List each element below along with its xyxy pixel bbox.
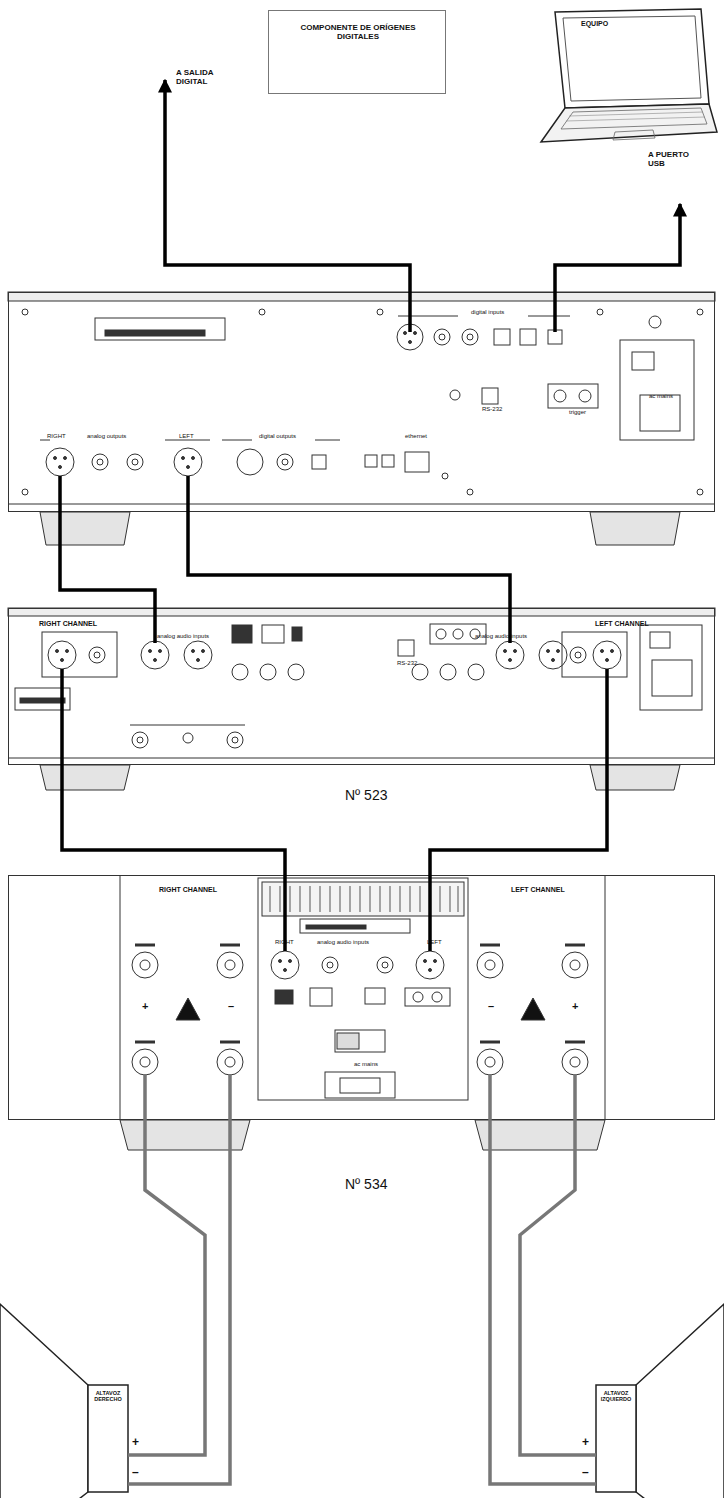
preamplifier-rear-panel: RIGHT CHANNEL analog audio inputsRS-232 an…	[8, 608, 715, 765]
node-text: +	[572, 1000, 578, 1013]
source-component-box: COMPONENTE DE ORÍGENES DIGITALES	[268, 10, 446, 94]
node-text: ALTAVOZ DERECHO	[89, 1390, 127, 1403]
laptop-computer: EQUIPO	[533, 8, 718, 153]
node-text: LEFT	[179, 433, 194, 440]
signal-cable	[188, 476, 510, 643]
dac-rear-panel: digital inputsRS-232 trigger ac mainsRIGHT…	[8, 292, 715, 512]
speaker-wire	[520, 1074, 596, 1455]
polarity-mark: –	[132, 1466, 139, 1480]
node-text: Nº 534	[345, 1176, 387, 1192]
node-text: LEFT CHANNEL	[595, 620, 649, 628]
connection-note: A PUERTO USB	[648, 150, 704, 168]
node-text: analog outputs	[87, 433, 126, 440]
node-text: ethernet	[405, 433, 427, 440]
right-speaker: ALTAVOZ DERECHO	[0, 1290, 130, 1498]
signal-cable	[165, 80, 410, 332]
node-text: LEFT CHANNEL	[511, 886, 565, 894]
node-text: ALTAVOZ IZQUIERDO	[597, 1390, 635, 1403]
node-text: Nº 523	[345, 787, 387, 803]
node-text: ac mains	[649, 393, 673, 400]
node-text: –	[228, 1000, 234, 1013]
signal-cable	[60, 476, 155, 643]
node-text: digital outputs	[259, 433, 296, 440]
node-text: RS-232	[482, 406, 502, 413]
node-text: LEFT	[427, 939, 442, 946]
signal-cable	[430, 669, 607, 951]
node-text: ac mains	[354, 1061, 378, 1068]
node-text: analog audio inputs	[157, 633, 209, 640]
speaker-wire	[490, 1074, 596, 1484]
speaker-wire	[128, 1074, 205, 1455]
node-text: RIGHT CHANNEL	[159, 886, 217, 894]
laptop-computer-outline	[533, 8, 718, 153]
node-text: EQUIPO	[581, 20, 608, 28]
left-speaker: ALTAVOZ IZQUIERDO	[594, 1290, 724, 1498]
node-text: trigger	[569, 409, 586, 416]
speaker-wire	[128, 1074, 230, 1484]
node-text: RIGHT CHANNEL	[39, 620, 97, 628]
signal-cable	[555, 204, 680, 332]
power-amplifier-rear-panel: RIGHT CHANNEL LEFT CHANNEL RIGHT analog aud…	[8, 875, 715, 1120]
node-text: RIGHT	[275, 939, 294, 946]
node-text: RS-232	[397, 660, 417, 667]
connection-note: A SALIDA DIGITAL	[176, 68, 238, 86]
signal-cable	[62, 669, 285, 951]
node-text: +	[142, 1000, 148, 1013]
node-text: analog audio inputs	[475, 633, 527, 640]
polarity-mark: +	[132, 1436, 139, 1450]
node-text: analog audio inputs	[317, 939, 369, 946]
node-text: RIGHT	[47, 433, 66, 440]
polarity-mark: –	[582, 1466, 589, 1480]
node-text: COMPONENTE DE ORÍGENES DIGITALES	[288, 23, 428, 41]
node-text: –	[488, 1000, 494, 1013]
node-text: digital inputs	[471, 309, 504, 316]
polarity-mark: +	[582, 1436, 589, 1450]
